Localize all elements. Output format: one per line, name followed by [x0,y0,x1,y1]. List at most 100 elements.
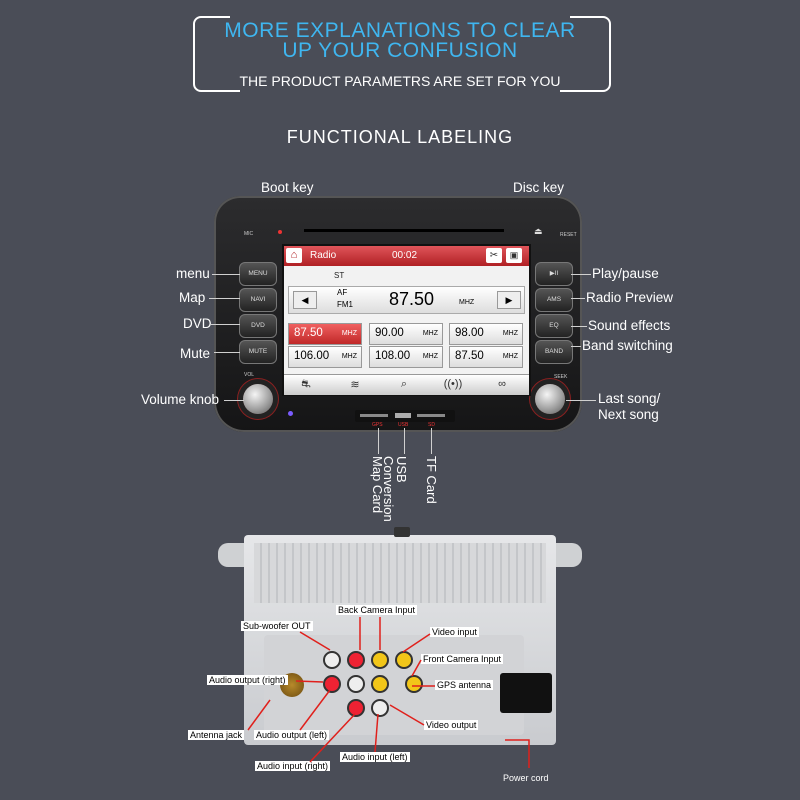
label-band-switching: Band switching [582,338,673,353]
mic-label: MIC [244,231,254,237]
search-icon[interactable]: ⌕ [400,378,408,390]
radio-screen: ⌂ Radio 00:02 ✂ ▣ ST ◀ AF FM1 87.50 MHZ … [282,244,531,396]
leader-line [374,713,379,753]
rca-jack [323,675,341,693]
label-next-song: Next song [598,407,659,422]
usb-slot[interactable] [395,413,411,418]
seek-knob[interactable] [535,384,565,414]
label-map-card: Map Card [370,456,385,514]
mute-button[interactable]: MUTE [239,340,277,364]
radio-home-icon[interactable]: ⛐ [301,378,311,390]
leader-line [211,324,240,325]
label-back-camera: Back Camera Input [336,605,418,615]
disc-slot [304,229,504,232]
vol-label: VOL [244,372,255,378]
volume-knob[interactable] [243,384,273,414]
settings-icon[interactable]: ✂ [486,248,502,263]
label-last-song: Last song/ [598,391,661,406]
rca-jack [371,675,389,693]
seek-label: SEEK [554,374,568,380]
mount-ear [218,543,248,567]
rca-jack [347,651,365,669]
leader-line [212,274,240,275]
af-indicator: AF [337,288,348,297]
screen-top-bar: ⌂ Radio 00:02 ✂ ▣ [284,246,529,266]
frequency-bar: ◀ AF FM1 87.50 MHZ ▶ [288,286,525,314]
rca-jack [371,651,389,669]
label-usb: USB [394,456,409,483]
leader-line [299,689,331,731]
leader-line [214,352,240,353]
label-sound-effects: Sound effects [588,318,671,333]
navi-button[interactable]: NAVI [239,288,277,312]
eq-button[interactable]: EQ [535,314,573,338]
label-video-input: Video input [430,627,479,637]
ams-button[interactable]: AMS [535,288,573,312]
band-button[interactable]: BAND [535,340,573,364]
header-subtitle: THE PRODUCT PARAMETRS ARE SET FOR YOU [239,73,561,89]
label-audio-output-right: Audio output (right) [207,675,288,685]
label-radio-preview: Radio Preview [586,290,674,305]
tune-down-button[interactable]: ◀ [293,291,317,309]
stereo-indicator: ST [334,271,345,280]
leader-line [295,680,324,683]
frequency-unit: MHZ [459,299,475,306]
leader-line [209,298,240,299]
screen-title: Radio [310,250,337,261]
band-indicator: FM1 [337,300,353,309]
rca-jack [405,675,423,693]
label-volume-knob: Volume knob [141,392,220,407]
gps-slot[interactable] [360,414,388,417]
tune-up-button[interactable]: ▶ [497,291,521,309]
screen-time: 00:02 [392,250,418,261]
label-dvd: DVD [183,316,212,331]
leader-line [411,659,422,677]
signal-list-icon[interactable]: ≋ [350,379,360,391]
label-antenna-jack: Antenna jack [188,730,245,740]
home-icon[interactable]: ⌂ [286,248,302,263]
label-tf-card: TF Card [424,456,439,504]
reset-label: RESET [560,232,577,238]
label-audio-output-left: Audio output (left) [254,730,330,740]
label-map: Map [179,290,206,305]
label-gps-antenna: GPS antenna [435,680,494,690]
leader-line [389,704,425,726]
label-power-cord: Power cord [503,773,549,783]
eject-icon[interactable]: ⏏ [534,226,543,236]
leader-line [571,274,591,275]
label-video-output: Video output [424,720,479,730]
sd-slot-label: SD [428,422,435,428]
sd-slot[interactable] [417,414,445,417]
leader-line [571,346,581,347]
play-pause-button[interactable]: ▶II [535,262,573,286]
dvd-button[interactable]: DVD [239,314,277,338]
heat-sink [254,543,546,603]
rca-jack [323,651,341,669]
label-boot-key: Boot key [261,180,314,195]
label-usb-conversion: Conversion [381,456,396,522]
leader-line [431,428,432,454]
rca-jack [371,699,389,717]
label-audio-input-left: Audio input (left) [340,752,410,762]
header-line-2: UP YOUR CONFUSION [282,39,518,62]
leader-line [309,713,356,763]
back-icon[interactable]: ▣ [506,248,522,263]
label-menu: menu [176,266,210,281]
screen-bottom-bar: ⛐ ≋ ⌕ ((•)) ∞ [284,374,529,395]
broadcast-icon[interactable]: ((•)) [443,378,463,390]
mount-ear [552,543,582,567]
label-play-pause: Play/pause [592,266,659,281]
stereo-icon[interactable]: ∞ [498,378,506,390]
gps-slot-label: GPS [372,422,383,428]
leader-line [247,699,271,731]
leader-line [402,633,431,653]
leader-line [404,428,405,454]
power-icon[interactable] [278,230,282,234]
